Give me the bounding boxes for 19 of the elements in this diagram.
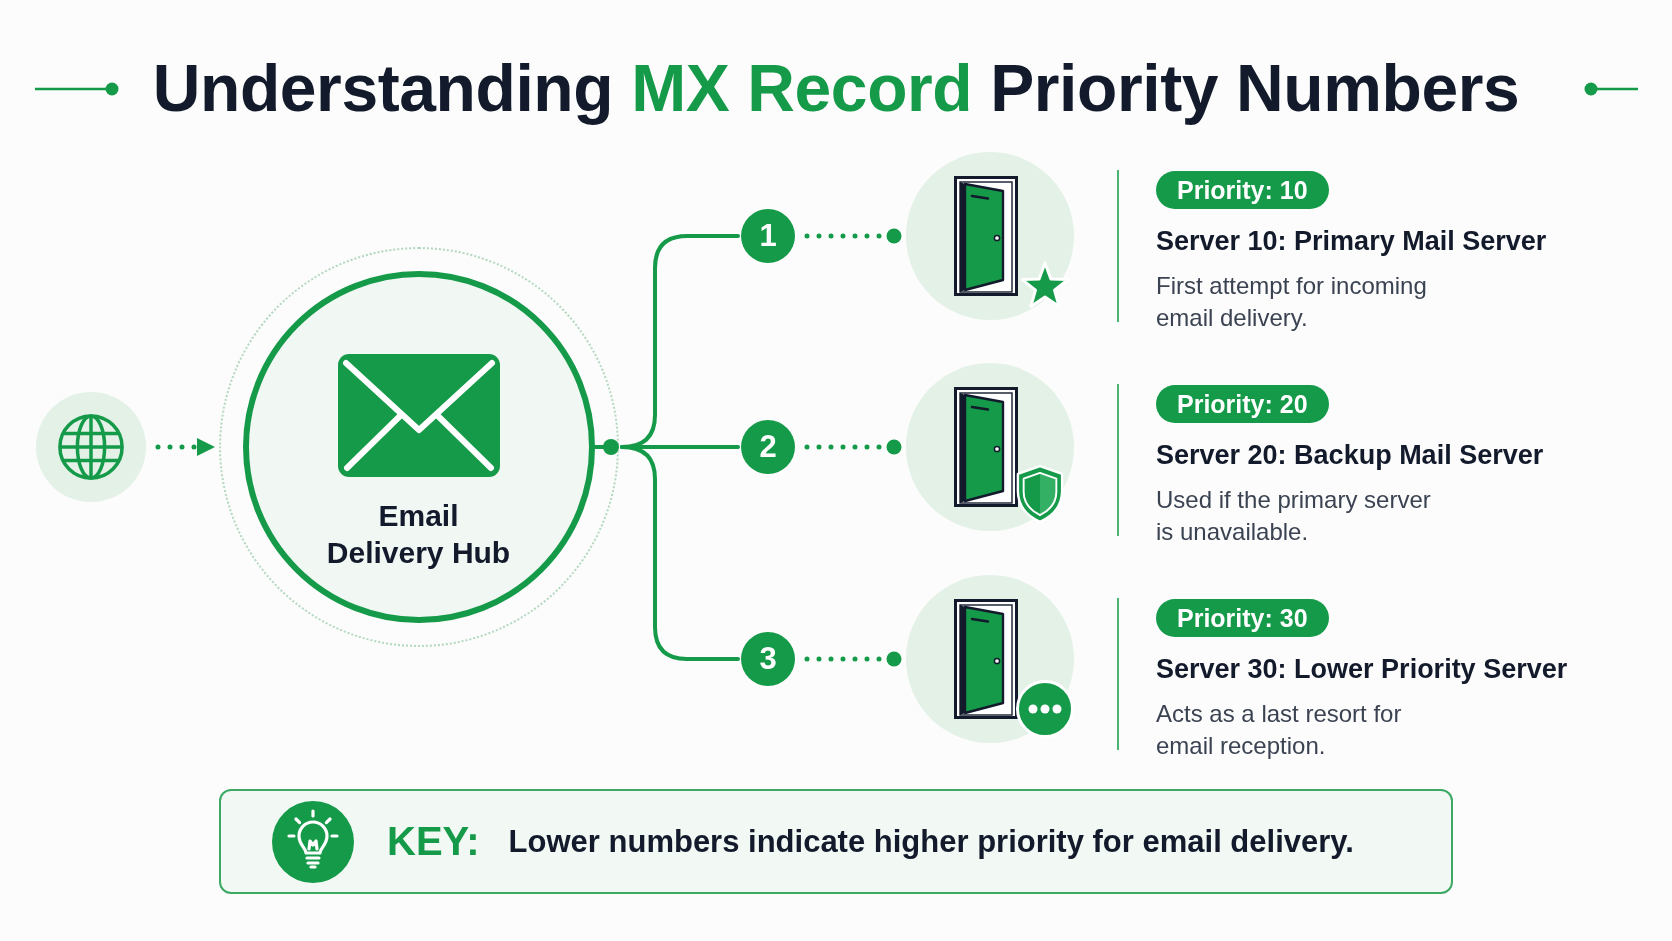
key-heading: KEY: [387,819,480,864]
server-description: Used if the primary server is unavailable. [1156,485,1432,547]
key-text: Lower numbers indicate higher priority for email delivery. [508,823,1354,860]
page-title: Understanding MX Record Priority Numbers [152,50,1520,127]
step-number: 1 [741,209,795,263]
server-description: Acts as a last resort for email reception. [1156,699,1403,761]
key-panel [219,789,1453,894]
server-title: Server 10: Primary Mail Server [1156,225,1547,258]
hub-label: Email Delivery Hub [325,497,512,571]
priority-pill: Priority: 30 [1156,599,1329,637]
priority-pill: Priority: 10 [1156,171,1329,209]
hub-halo [219,247,619,647]
priority-pill: Priority: 20 [1156,385,1329,423]
step-number: 2 [741,420,795,474]
connector-line [620,445,740,661]
server-title: Server 20: Backup Mail Server [1156,439,1544,472]
server-description: First attempt for incoming email delivery. [1156,271,1428,333]
step-number: 3 [741,632,795,686]
server-title: Server 30: Lower Priority Server [1156,653,1568,686]
